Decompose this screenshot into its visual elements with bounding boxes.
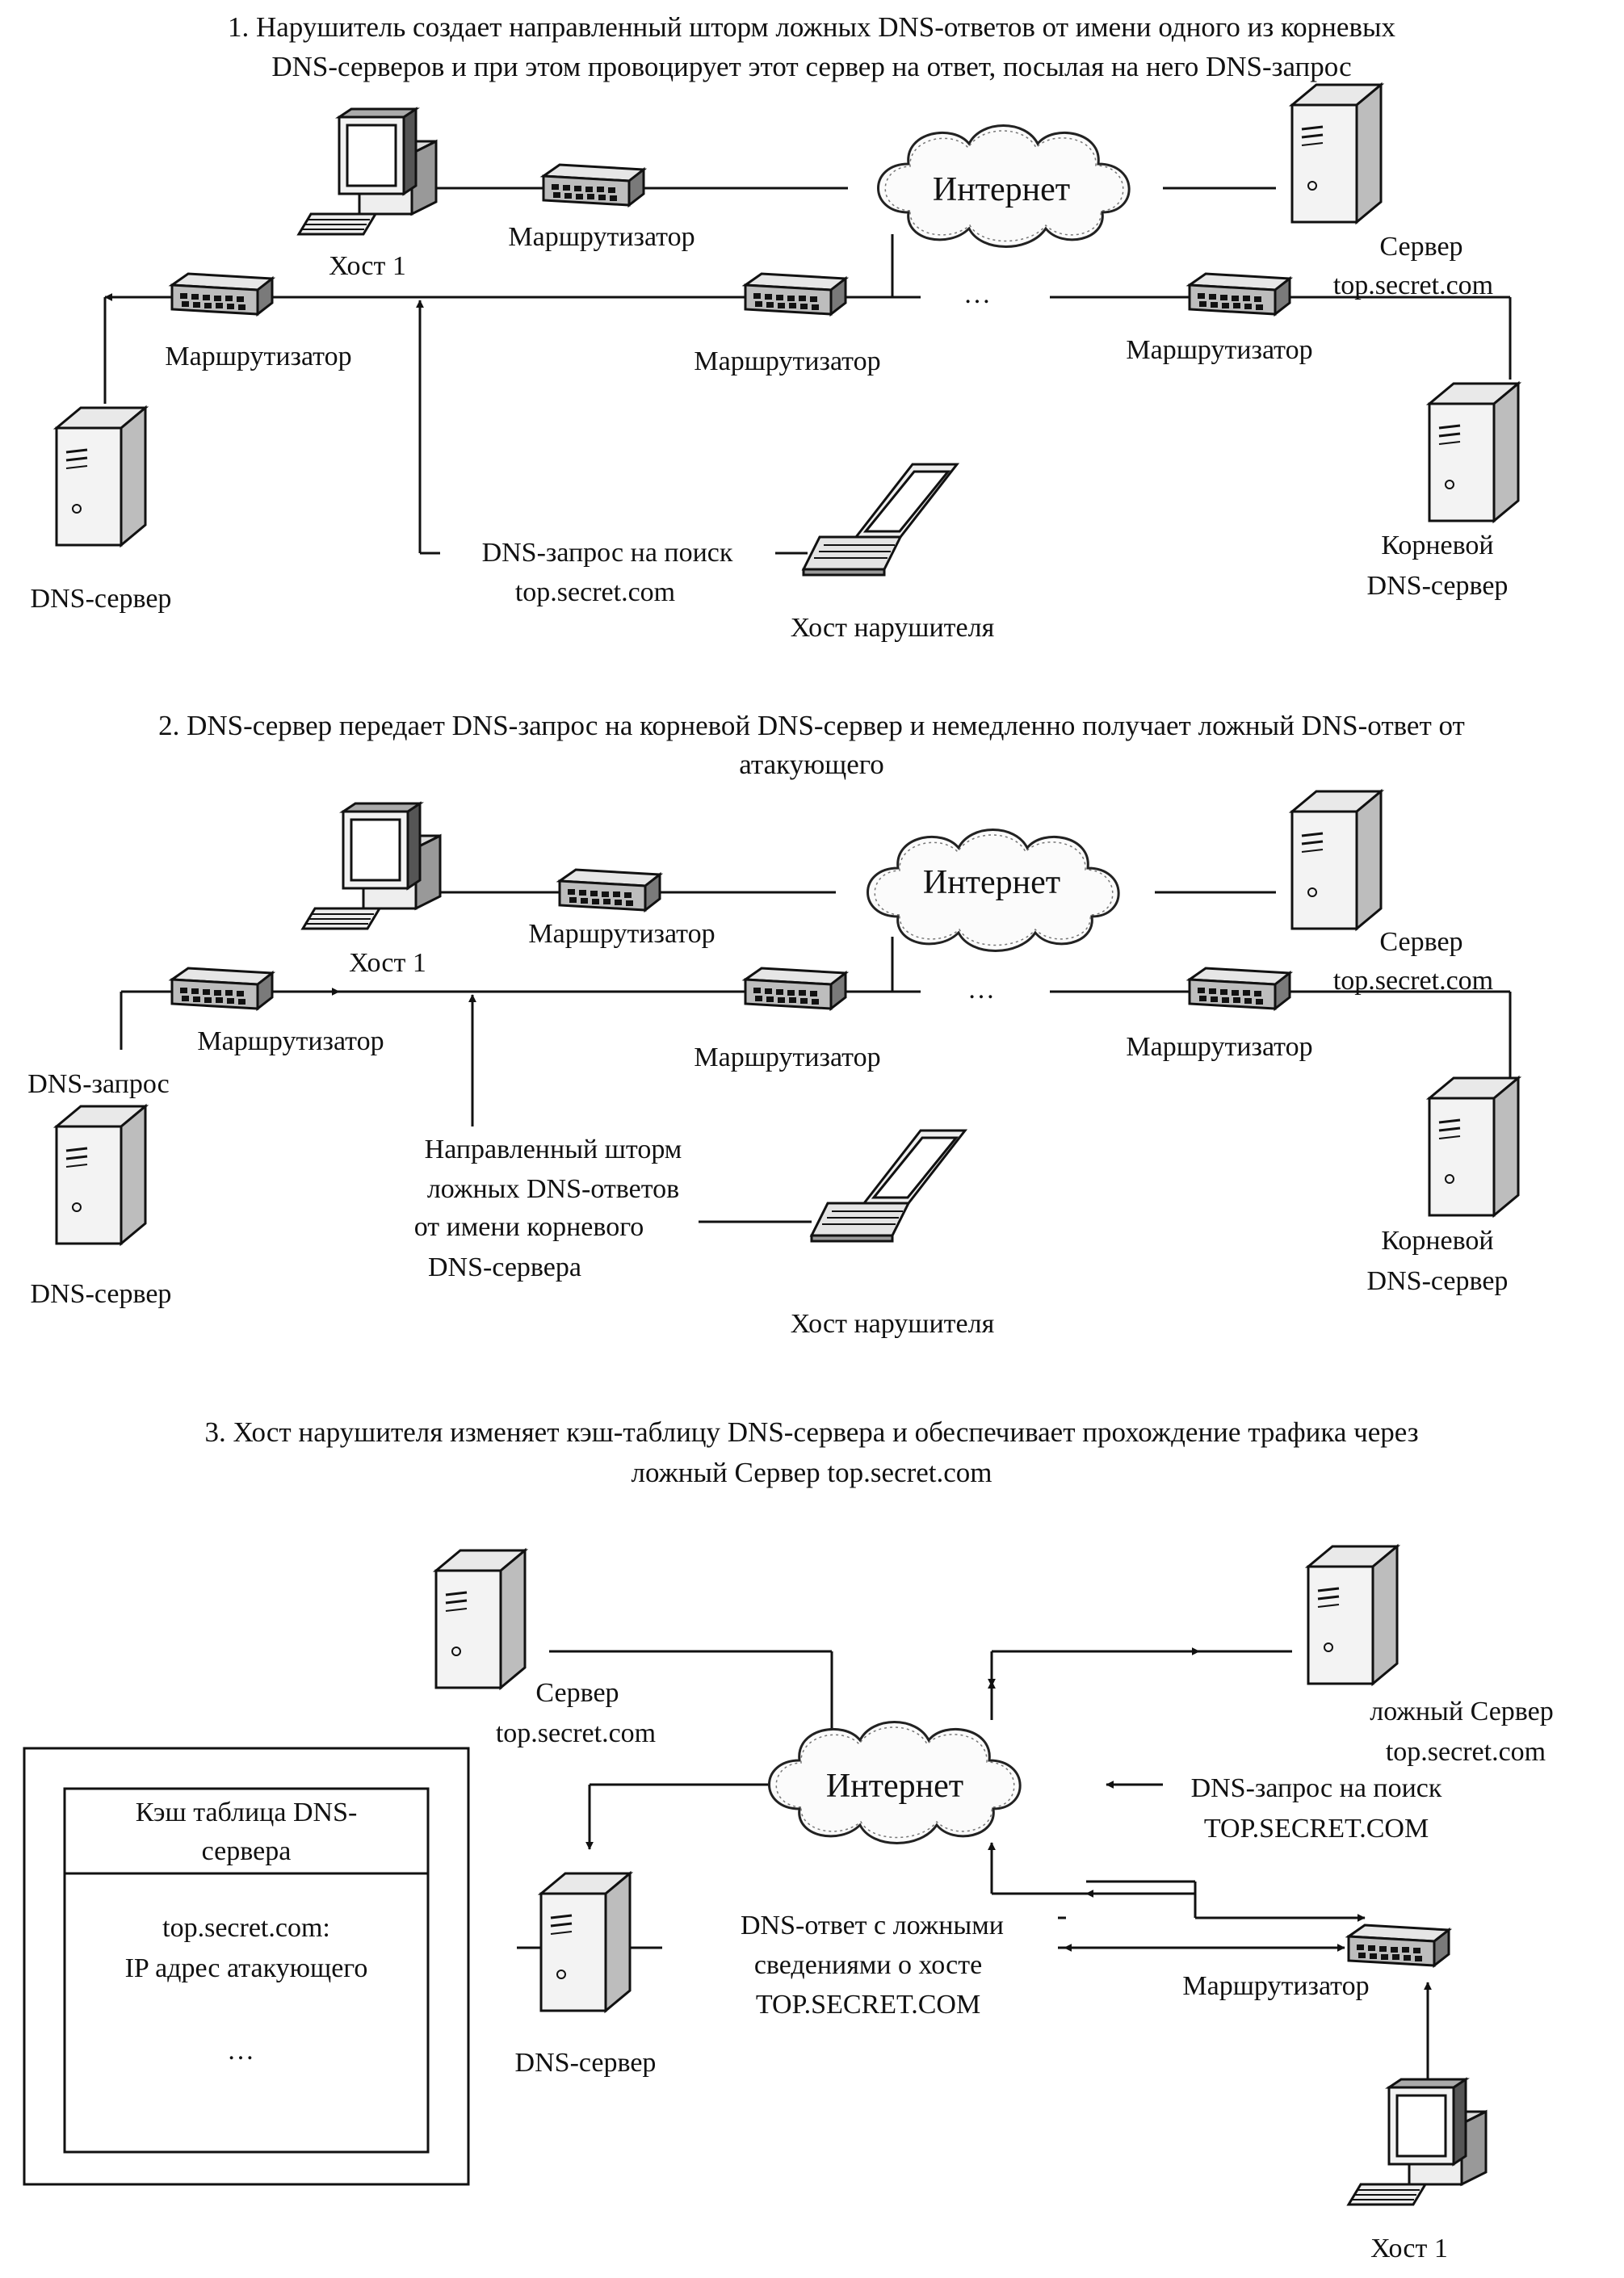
s3-cache-title-1: Кэш таблица DNS- bbox=[136, 1798, 358, 1827]
s3-fake-server-domain: top.secret.com bbox=[1386, 1737, 1546, 1767]
s1-router-icon-2 bbox=[170, 272, 274, 316]
s2-internet-label: Интернет bbox=[923, 864, 1060, 901]
s2-router-icon-1 bbox=[558, 868, 661, 912]
s1-router-icon-4 bbox=[1188, 272, 1291, 316]
s3-cache-entry-2: IP адрес атакующего bbox=[125, 1953, 368, 1983]
s1-server-label: Сервер bbox=[1379, 232, 1462, 262]
section-3: 3. Хост нарушителя изменяет кэш-таблицу … bbox=[23, 1416, 1554, 2263]
s1-dns-server-icon bbox=[55, 406, 147, 547]
s1-host1-label: Хост 1 bbox=[329, 251, 406, 281]
s3-fake-server-icon bbox=[1307, 1545, 1399, 1685]
s2-attacker-label: Хост нарушителя bbox=[791, 1309, 995, 1339]
s2-query-label: DNS-запрос bbox=[27, 1069, 170, 1099]
s1-ellipsis: … bbox=[963, 279, 991, 309]
s2-server-domain: top.secret.com bbox=[1333, 966, 1493, 996]
s1-router-label-3: Маршрутизатор bbox=[694, 346, 880, 376]
section-3-caption-line1: 3. Хост нарушителя изменяет кэш-таблицу … bbox=[204, 1416, 1418, 1448]
s1-root-label-1: Корневой bbox=[1381, 531, 1493, 560]
s3-router-icon bbox=[1347, 1924, 1450, 1967]
s3-cache-table bbox=[63, 1787, 430, 2154]
s2-storm-label-3: от имени корневого bbox=[414, 1212, 644, 1242]
s3-server-domain: top.secret.com bbox=[496, 1718, 656, 1748]
s1-query-label-1: DNS-запрос на поиск bbox=[482, 538, 733, 568]
s3-host1-computer-icon bbox=[1347, 2078, 1488, 2206]
s3-dns-server-label: DNS-сервер bbox=[515, 2048, 657, 2078]
s2-storm-label-2: ложных DNS-ответов bbox=[427, 1174, 679, 1204]
s1-server-domain: top.secret.com bbox=[1333, 271, 1493, 300]
section-2: 2. DNS-сервер передает DNS-запрос на кор… bbox=[27, 710, 1520, 1339]
s1-internet-label: Интернет bbox=[933, 171, 1070, 208]
section-1-caption-line1: 1. Нарушитель создает направленный шторм… bbox=[228, 11, 1395, 43]
s3-reply-label-1: DNS-ответ с ложными bbox=[741, 1911, 1004, 1940]
s1-router-label-4: Маршрутизатор bbox=[1126, 335, 1312, 365]
s3-host1-label: Хост 1 bbox=[1370, 2234, 1448, 2263]
s3-dns-server-icon bbox=[539, 1872, 632, 2012]
s3-cache-title-2: сервера bbox=[202, 1836, 292, 1866]
s3-fake-server-label: ложный Сервер bbox=[1370, 1697, 1553, 1726]
s3-cache-more: … bbox=[227, 2036, 254, 2066]
s3-reply-label-2: сведениями о хосте bbox=[754, 1950, 982, 1980]
s3-server-icon bbox=[434, 1549, 527, 1689]
s2-router-label-1: Маршрутизатор bbox=[528, 919, 715, 949]
s2-router-label-3: Маршрутизатор bbox=[694, 1043, 880, 1072]
s2-root-dns-icon bbox=[1428, 1076, 1520, 1217]
s1-router-icon-1 bbox=[542, 163, 645, 207]
s1-attacker-label: Хост нарушителя bbox=[791, 613, 995, 643]
s2-server-icon bbox=[1290, 790, 1383, 930]
s1-attacker-laptop-icon bbox=[802, 463, 959, 577]
s2-dns-server-icon bbox=[55, 1105, 147, 1245]
s2-ellipsis: … bbox=[967, 975, 995, 1005]
s3-query-label-1: DNS-запрос на поиск bbox=[1191, 1773, 1442, 1803]
s2-host1-label: Хост 1 bbox=[349, 948, 426, 978]
s3-reply-label-3: TOP.SECRET.COM bbox=[756, 1990, 980, 2020]
s1-router-icon-3 bbox=[744, 272, 847, 316]
s2-router-label-4: Маршрутизатор bbox=[1126, 1032, 1312, 1062]
section-1-caption-line2: DNS-серверов и при этом провоцирует этот… bbox=[271, 51, 1351, 82]
s2-router-label-2: Маршрутизатор bbox=[197, 1026, 384, 1056]
s1-host1-computer-icon bbox=[297, 107, 438, 236]
section-2-caption-line1: 2. DNS-сервер передает DNS-запрос на кор… bbox=[158, 710, 1465, 741]
s1-router-label-2: Маршрутизатор bbox=[165, 342, 351, 371]
section-3-caption-line2: ложный Сервер top.secret.com bbox=[631, 1457, 992, 1488]
s2-storm-label-1: Направленный шторм bbox=[425, 1135, 682, 1164]
s3-query-label-2: TOP.SECRET.COM bbox=[1204, 1814, 1429, 1844]
section-2-caption-line2: атакующего bbox=[739, 749, 884, 780]
s1-root-label-2: DNS-сервер bbox=[1367, 571, 1509, 601]
s2-server-label: Сервер bbox=[1379, 927, 1462, 957]
s3-cache-entry-1: top.secret.com: bbox=[162, 1913, 330, 1943]
s2-root-label-2: DNS-сервер bbox=[1367, 1266, 1509, 1296]
s2-host1-computer-icon bbox=[301, 802, 442, 930]
s3-internet-label: Интернет bbox=[826, 1768, 963, 1805]
s2-router-icon-3 bbox=[744, 967, 847, 1010]
s3-router-label: Маршрутизатор bbox=[1182, 1971, 1369, 2001]
s2-router-icon-2 bbox=[170, 967, 274, 1010]
s3-server-label: Сервер bbox=[535, 1678, 619, 1708]
s1-root-dns-icon bbox=[1428, 382, 1520, 522]
s1-server-icon bbox=[1290, 83, 1383, 224]
s1-router-label-1: Маршрутизатор bbox=[508, 222, 695, 252]
s2-storm-label-4: DNS-сервера bbox=[428, 1252, 581, 1282]
s2-dns-server-label: DNS-сервер bbox=[31, 1279, 172, 1309]
s2-router-icon-4 bbox=[1188, 967, 1291, 1010]
s2-root-label-1: Корневой bbox=[1381, 1226, 1493, 1256]
section-1: 1. Нарушитель создает направленный шторм… bbox=[31, 11, 1520, 643]
s1-query-label-2: top.secret.com bbox=[515, 577, 675, 607]
s1-dns-server-label: DNS-сервер bbox=[31, 584, 172, 614]
s2-attacker-laptop-icon bbox=[810, 1129, 967, 1243]
